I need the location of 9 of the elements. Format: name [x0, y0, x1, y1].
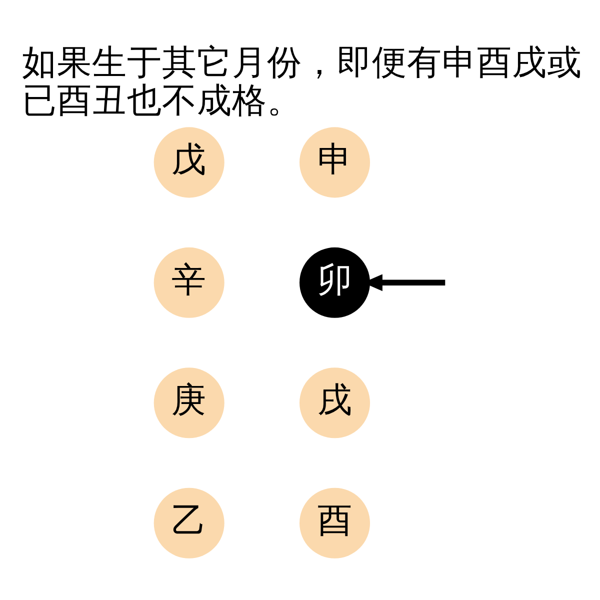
node-circle: 戌 — [300, 368, 370, 438]
node-circle: 戊 — [154, 127, 224, 198]
node-circle: 卯 — [300, 247, 370, 318]
node-circle: 庚 — [154, 368, 224, 438]
node-circle: 申 — [300, 127, 370, 198]
node-circle: 辛 — [154, 247, 224, 318]
node-circle: 乙 — [154, 488, 224, 558]
node-circle: 酉 — [300, 488, 370, 558]
diagram-title: 如果生于其它月份，即便有申酉戌或已酉丑也不成格。 — [22, 42, 582, 122]
